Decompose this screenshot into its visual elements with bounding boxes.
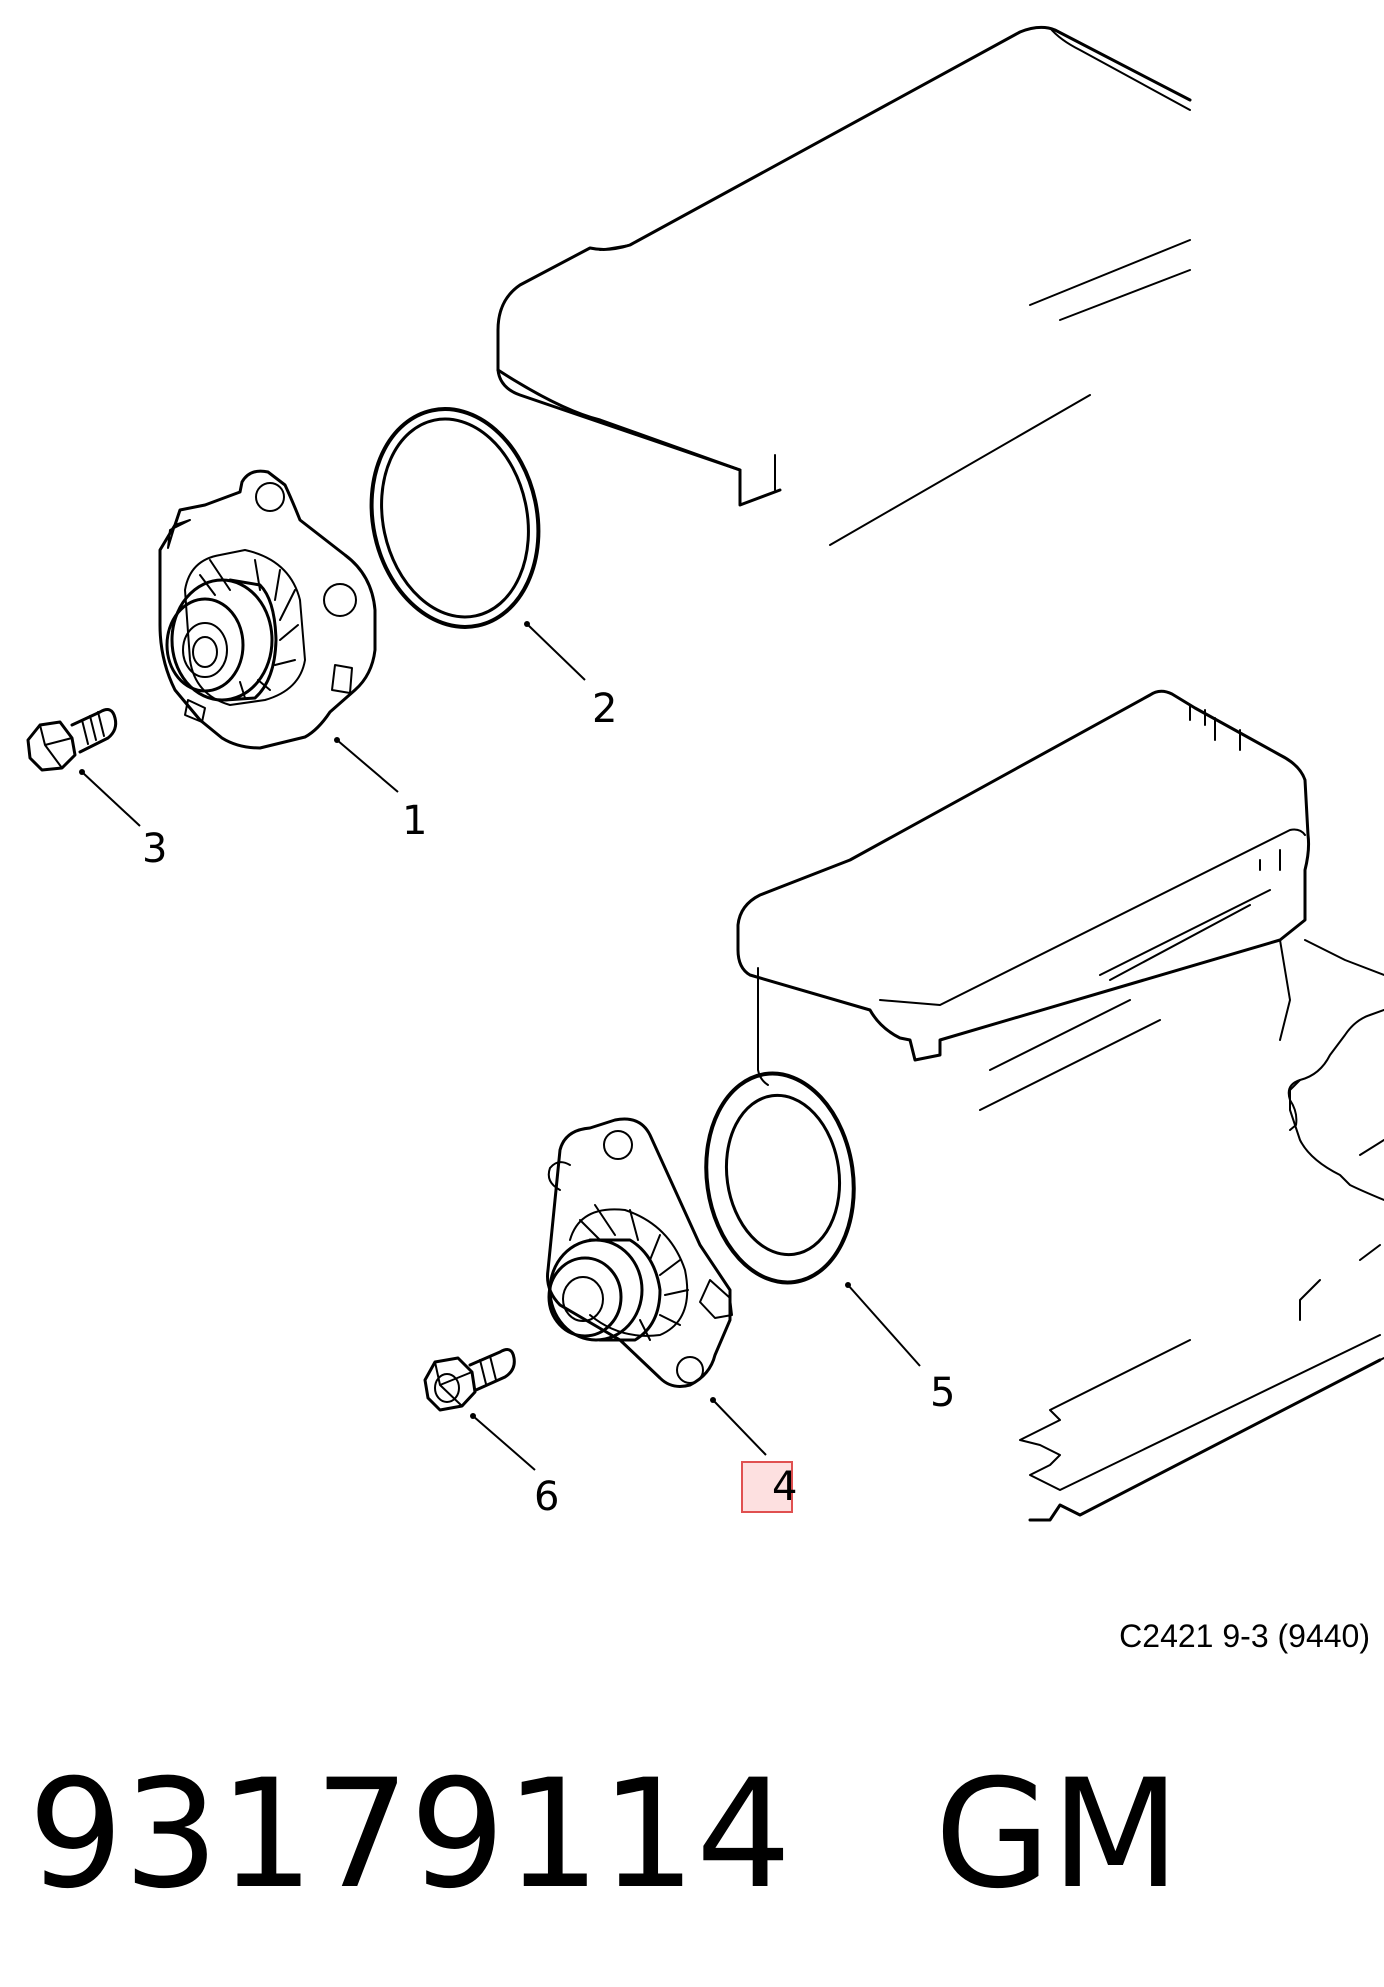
callout-4-highlight: [741, 1461, 793, 1513]
callout-1: 1: [402, 798, 427, 844]
engine-block-lower: [736, 689, 1384, 1522]
callout-3: 3: [142, 826, 167, 872]
water-pump-lower: [546, 1117, 733, 1388]
bolt-upper: [26, 708, 118, 772]
bolt-lower: [423, 1348, 516, 1412]
engine-block-upper: [496, 25, 1192, 546]
callout-5: 5: [930, 1370, 955, 1416]
callout-4: 4: [772, 1464, 797, 1510]
gasket-seal-lower: [704, 1071, 856, 1285]
diagram-reference-code: C2421 9-3 (9440): [1119, 1618, 1370, 1654]
water-pump-upper: [158, 469, 377, 750]
part-number-label: 93179114 GM: [28, 1748, 1181, 1922]
gasket-oring-upper: [369, 407, 541, 629]
leader-lines: [79, 621, 921, 1471]
callout-2: 2: [592, 686, 617, 732]
callout-6: 6: [534, 1474, 559, 1520]
